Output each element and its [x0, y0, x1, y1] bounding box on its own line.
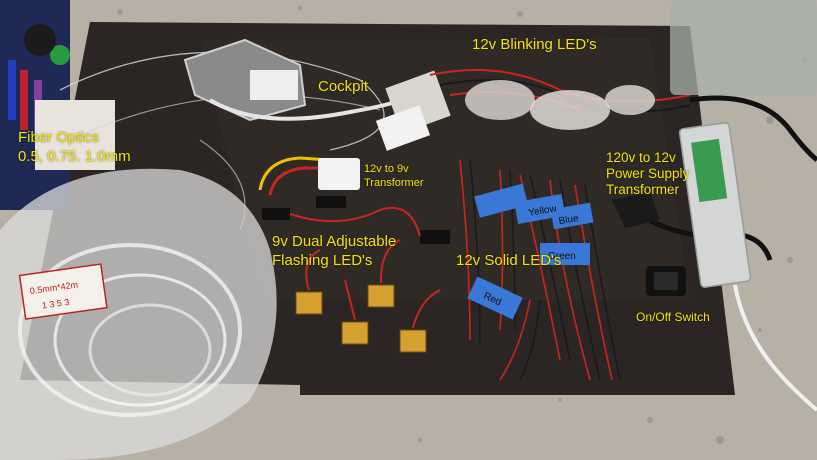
- cockpit-block: [250, 70, 298, 100]
- battery-clip-3: [420, 230, 450, 244]
- fiber-strand-1: [59, 51, 385, 151]
- label-power-supply-line1: 120v to 12v: [606, 150, 676, 165]
- bag-label-sticker: [18, 263, 108, 320]
- tape-tag-5: [467, 276, 523, 320]
- label-power-supply-line3: Transformer: [606, 182, 680, 197]
- tape-note-green: Green: [548, 251, 576, 262]
- marker-box: [35, 100, 115, 170]
- ball-dark: [24, 24, 56, 56]
- flashing-led-boards: [295, 239, 441, 353]
- label-power-supply-line2: Power Supply: [606, 166, 690, 181]
- power-supply-sticker: [691, 138, 728, 203]
- battery-clip-2: [316, 196, 346, 208]
- fiber-optics-bag: [0, 168, 277, 460]
- on-off-switch-rocker: [654, 272, 678, 290]
- transformer-wire-red: [268, 166, 330, 196]
- label-blinking-leds: 12v Blinking LED's: [472, 36, 597, 53]
- blinking-leds-cluster: [429, 69, 691, 130]
- tape-tag-4: [540, 243, 590, 265]
- pen-blue: [8, 60, 16, 120]
- cockpit-card: [375, 105, 431, 151]
- fiber-coil-3: [88, 303, 212, 397]
- bag-label-line2: 1 3 5 3: [41, 297, 70, 311]
- tape-note-blue: Blue: [558, 213, 580, 227]
- tape-tag-3: [550, 202, 594, 230]
- label-solid-leds: 12v Solid LED's: [456, 252, 562, 269]
- label-flashing-leds-line2: Flashing LED's: [272, 252, 373, 269]
- black-cable-top: [689, 95, 817, 162]
- label-cockpit: Cockpit: [318, 78, 369, 95]
- power-supply-cable: [733, 284, 817, 412]
- pen-red: [20, 70, 28, 130]
- transformer-wire-yellow: [258, 156, 331, 191]
- transformer-9v-box: [318, 158, 360, 190]
- label-fiber-optics-line1: Fiber Optics: [18, 129, 99, 146]
- pen-cap-green: [50, 45, 70, 65]
- storage-bin: [670, 0, 817, 95]
- label-flashing-leds-line1: 9v Dual Adjustable: [272, 233, 397, 250]
- power-plug: [612, 192, 660, 228]
- fiber-strand-3: [199, 139, 246, 231]
- label-on-off-switch: On/Off Switch: [636, 310, 710, 324]
- label-transformer-9v-line2: Transformer: [364, 177, 424, 189]
- tape-note-yellow: Yellow: [527, 203, 558, 219]
- label-fiber-optics-line2: 0.5, 0.75. 1.0mm: [18, 148, 131, 165]
- label-transformer-9v-line1: 12v to 9v: [364, 163, 409, 175]
- cockpit-tube: [208, 98, 401, 121]
- fiber-coil-2: [53, 273, 227, 407]
- battery-clip-1: [262, 208, 290, 220]
- tape-tag-1: [474, 183, 529, 218]
- clip-wire: [289, 206, 421, 237]
- fiber-coil-1: [18, 243, 242, 417]
